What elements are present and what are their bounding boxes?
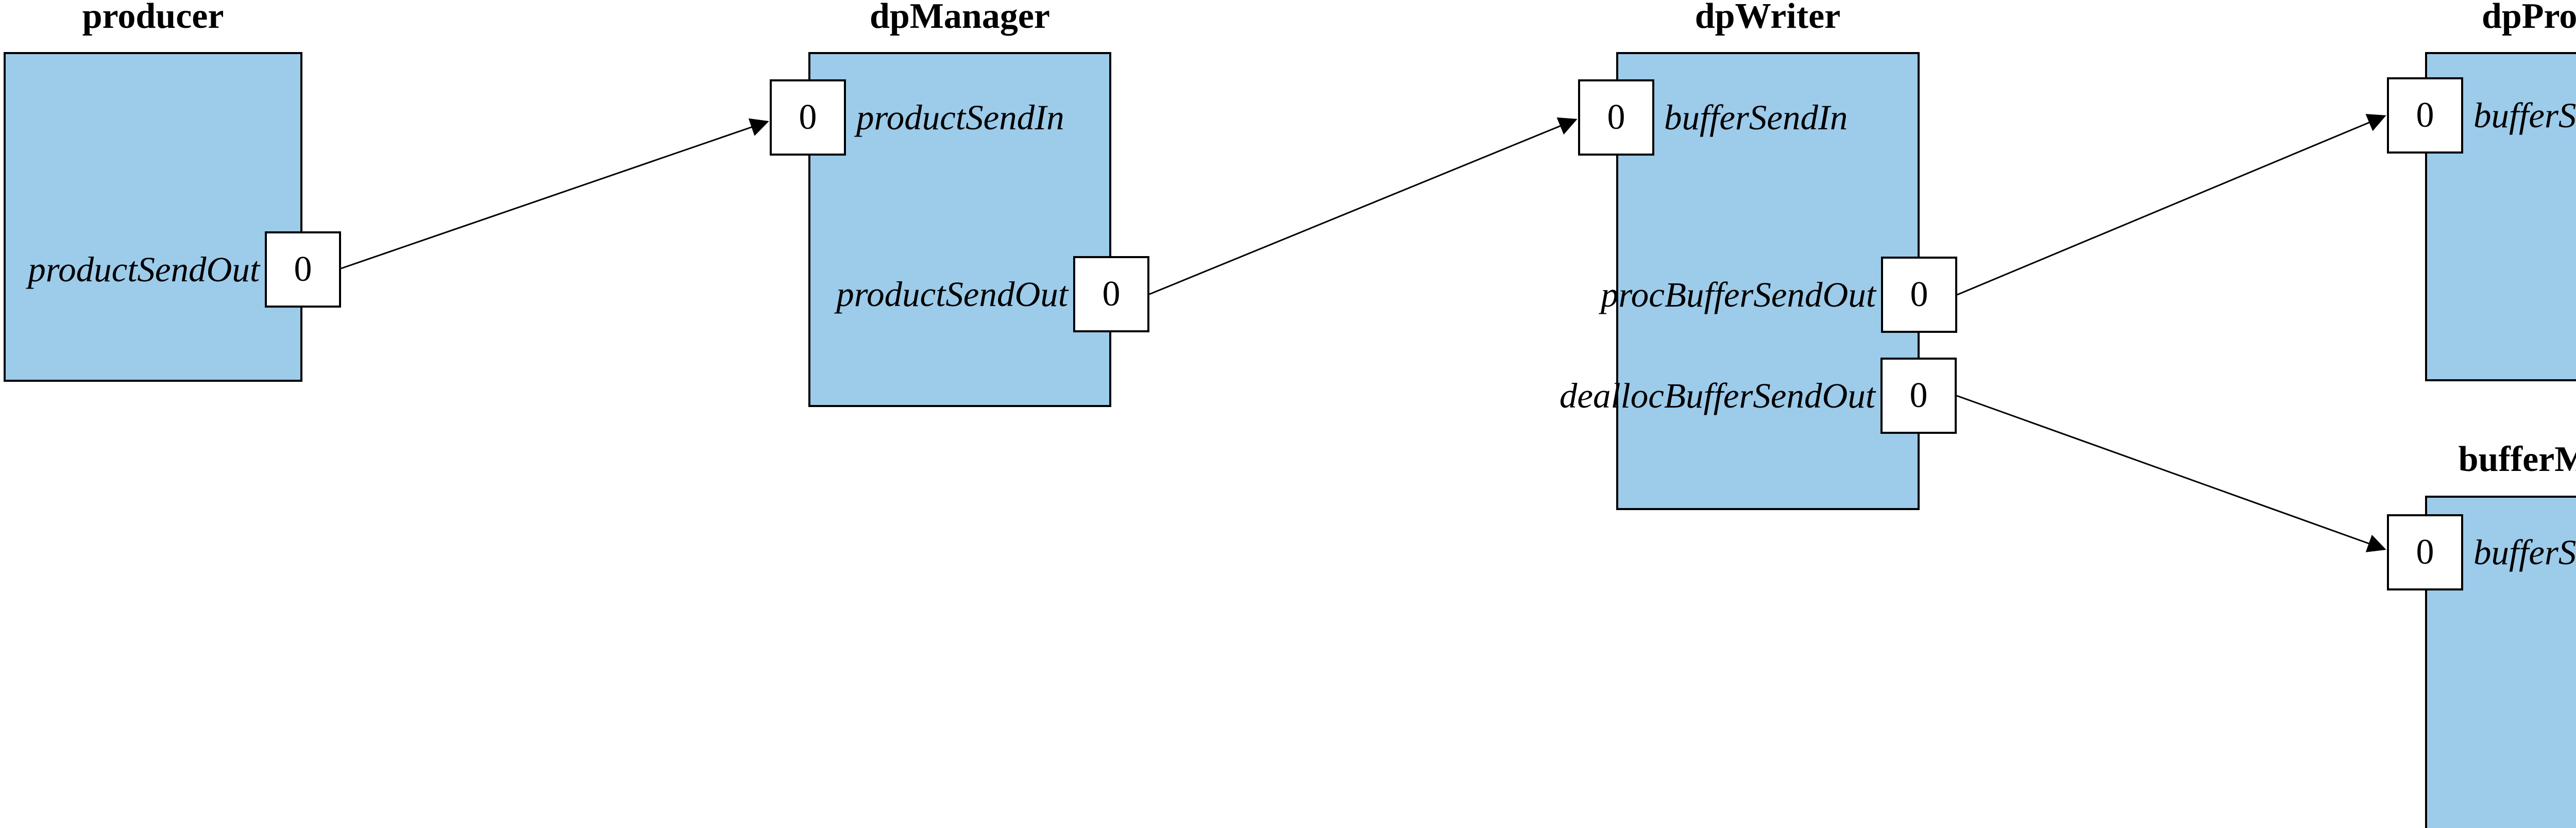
port-label-dpWriter-bufferSendIn: bufferSendIn [1664, 98, 1848, 137]
component-title-dpProcessor: dpProcessor [2481, 0, 2576, 36]
component-title-dpWriter: dpWriter [1694, 0, 1841, 36]
port-multiplicity: 0 [1102, 274, 1121, 314]
port-multiplicity: 0 [2416, 532, 2434, 572]
component-title-dpManager: dpManager [870, 0, 1050, 36]
port-label-dpManager-productSendIn: productSendIn [856, 98, 1064, 137]
port-multiplicity: 0 [799, 97, 817, 137]
component-producer[interactable] [4, 52, 302, 382]
port-multiplicity: 0 [1910, 275, 1928, 314]
connection-dpManager-to-dpWriter[interactable] [1149, 117, 1578, 295]
port-label-dpManager-productSendOut: productSendOut [836, 275, 1068, 314]
connection-dpWriter-to-bufferManager[interactable] [1956, 395, 2386, 552]
connection-dpWriter-to-dpProcessor[interactable] [1957, 114, 2386, 296]
port-dpWriter-bufferSendIn[interactable]: 0 [1578, 79, 1654, 156]
connection-producer-to-dpManager[interactable] [341, 118, 769, 269]
port-dpWriter-deallocBufferSendOut[interactable]: 0 [1880, 358, 1957, 434]
port-label-producer-productSendOut: productSendOut [28, 250, 260, 289]
component-dpWriter[interactable] [1616, 52, 1920, 510]
port-multiplicity: 0 [2416, 95, 2434, 135]
port-dpProcessor-bufferSendIn[interactable]: 0 [2387, 77, 2463, 154]
port-dpWriter-procBufferSendOut[interactable]: 0 [1881, 257, 1957, 333]
port-label-dpProcessor-bufferSendIn: bufferSendIn [2473, 96, 2576, 135]
component-title-bufferManager: bufferManager [2458, 440, 2576, 479]
port-dpManager-productSendOut[interactable]: 0 [1073, 256, 1149, 332]
port-label-dpWriter-deallocBufferSendOut: deallocBufferSendOut [1559, 376, 1875, 415]
port-multiplicity: 0 [1909, 376, 1928, 415]
component-title-producer: producer [82, 0, 224, 36]
port-dpManager-productSendIn[interactable]: 0 [770, 79, 846, 156]
component-dpManager[interactable] [808, 52, 1111, 407]
port-multiplicity: 0 [1607, 97, 1625, 137]
port-label-bufferManager-bufferSendIn: bufferSendIn [2473, 533, 2576, 572]
port-label-dpWriter-procBufferSendOut: procBufferSendOut [1600, 275, 1876, 314]
port-producer-productSendOut[interactable]: 0 [265, 231, 341, 308]
port-bufferManager-bufferSendIn[interactable]: 0 [2387, 514, 2463, 590]
port-multiplicity: 0 [294, 249, 312, 289]
